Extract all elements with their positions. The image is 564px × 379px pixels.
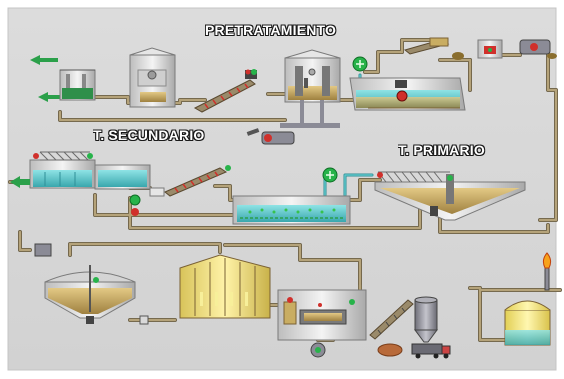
gas-holder[interactable] xyxy=(504,300,551,346)
label-secundario: T. SECUNDARIO xyxy=(93,127,205,143)
grit-blower[interactable] xyxy=(246,128,295,145)
inlet-arrow-icon xyxy=(30,55,58,65)
oil-removal-tank[interactable] xyxy=(349,77,466,111)
sludge-thickener[interactable] xyxy=(44,265,136,324)
outlet-arrow-icon xyxy=(38,92,62,102)
grit-chamber[interactable] xyxy=(284,49,341,103)
flame-icon xyxy=(542,252,552,269)
biological-reactor[interactable] xyxy=(232,195,351,225)
label-pretratamiento: PRETRATAMIENTO xyxy=(205,22,337,38)
sludge-pump-top[interactable] xyxy=(519,39,557,59)
blower-icon[interactable] xyxy=(352,56,368,72)
outlet-left-icon xyxy=(10,176,30,188)
secondary-clarifier[interactable] xyxy=(29,151,96,189)
sludge-pump-bottom[interactable] xyxy=(310,342,326,358)
screw-lift[interactable] xyxy=(149,165,231,197)
sludge-truck[interactable] xyxy=(411,343,451,359)
grit-classifier[interactable] xyxy=(403,37,464,60)
screw-conveyor[interactable] xyxy=(193,69,257,113)
gas-flare[interactable] xyxy=(542,252,552,291)
grit-air-line xyxy=(280,100,340,128)
sludge-silo[interactable] xyxy=(414,296,438,343)
screening-building[interactable] xyxy=(129,47,176,108)
sludge-conveyor[interactable] xyxy=(369,299,414,340)
sludge-pile xyxy=(377,343,403,357)
primary-clarifier[interactable] xyxy=(374,171,526,221)
sand-container[interactable] xyxy=(477,39,503,59)
inlet-well[interactable] xyxy=(59,69,96,101)
polymer-tank[interactable] xyxy=(34,243,52,257)
label-primario: T. PRIMARIO xyxy=(398,142,485,158)
conveyor-status-icon xyxy=(251,69,257,75)
aeration-basin[interactable] xyxy=(94,164,151,190)
return-sludge-pump[interactable] xyxy=(129,194,141,216)
dewatering-building[interactable] xyxy=(277,289,367,341)
thickener-valve-icon[interactable] xyxy=(139,315,149,325)
anaerobic-digester[interactable] xyxy=(179,254,271,319)
aeration-blower-icon[interactable] xyxy=(322,167,338,183)
